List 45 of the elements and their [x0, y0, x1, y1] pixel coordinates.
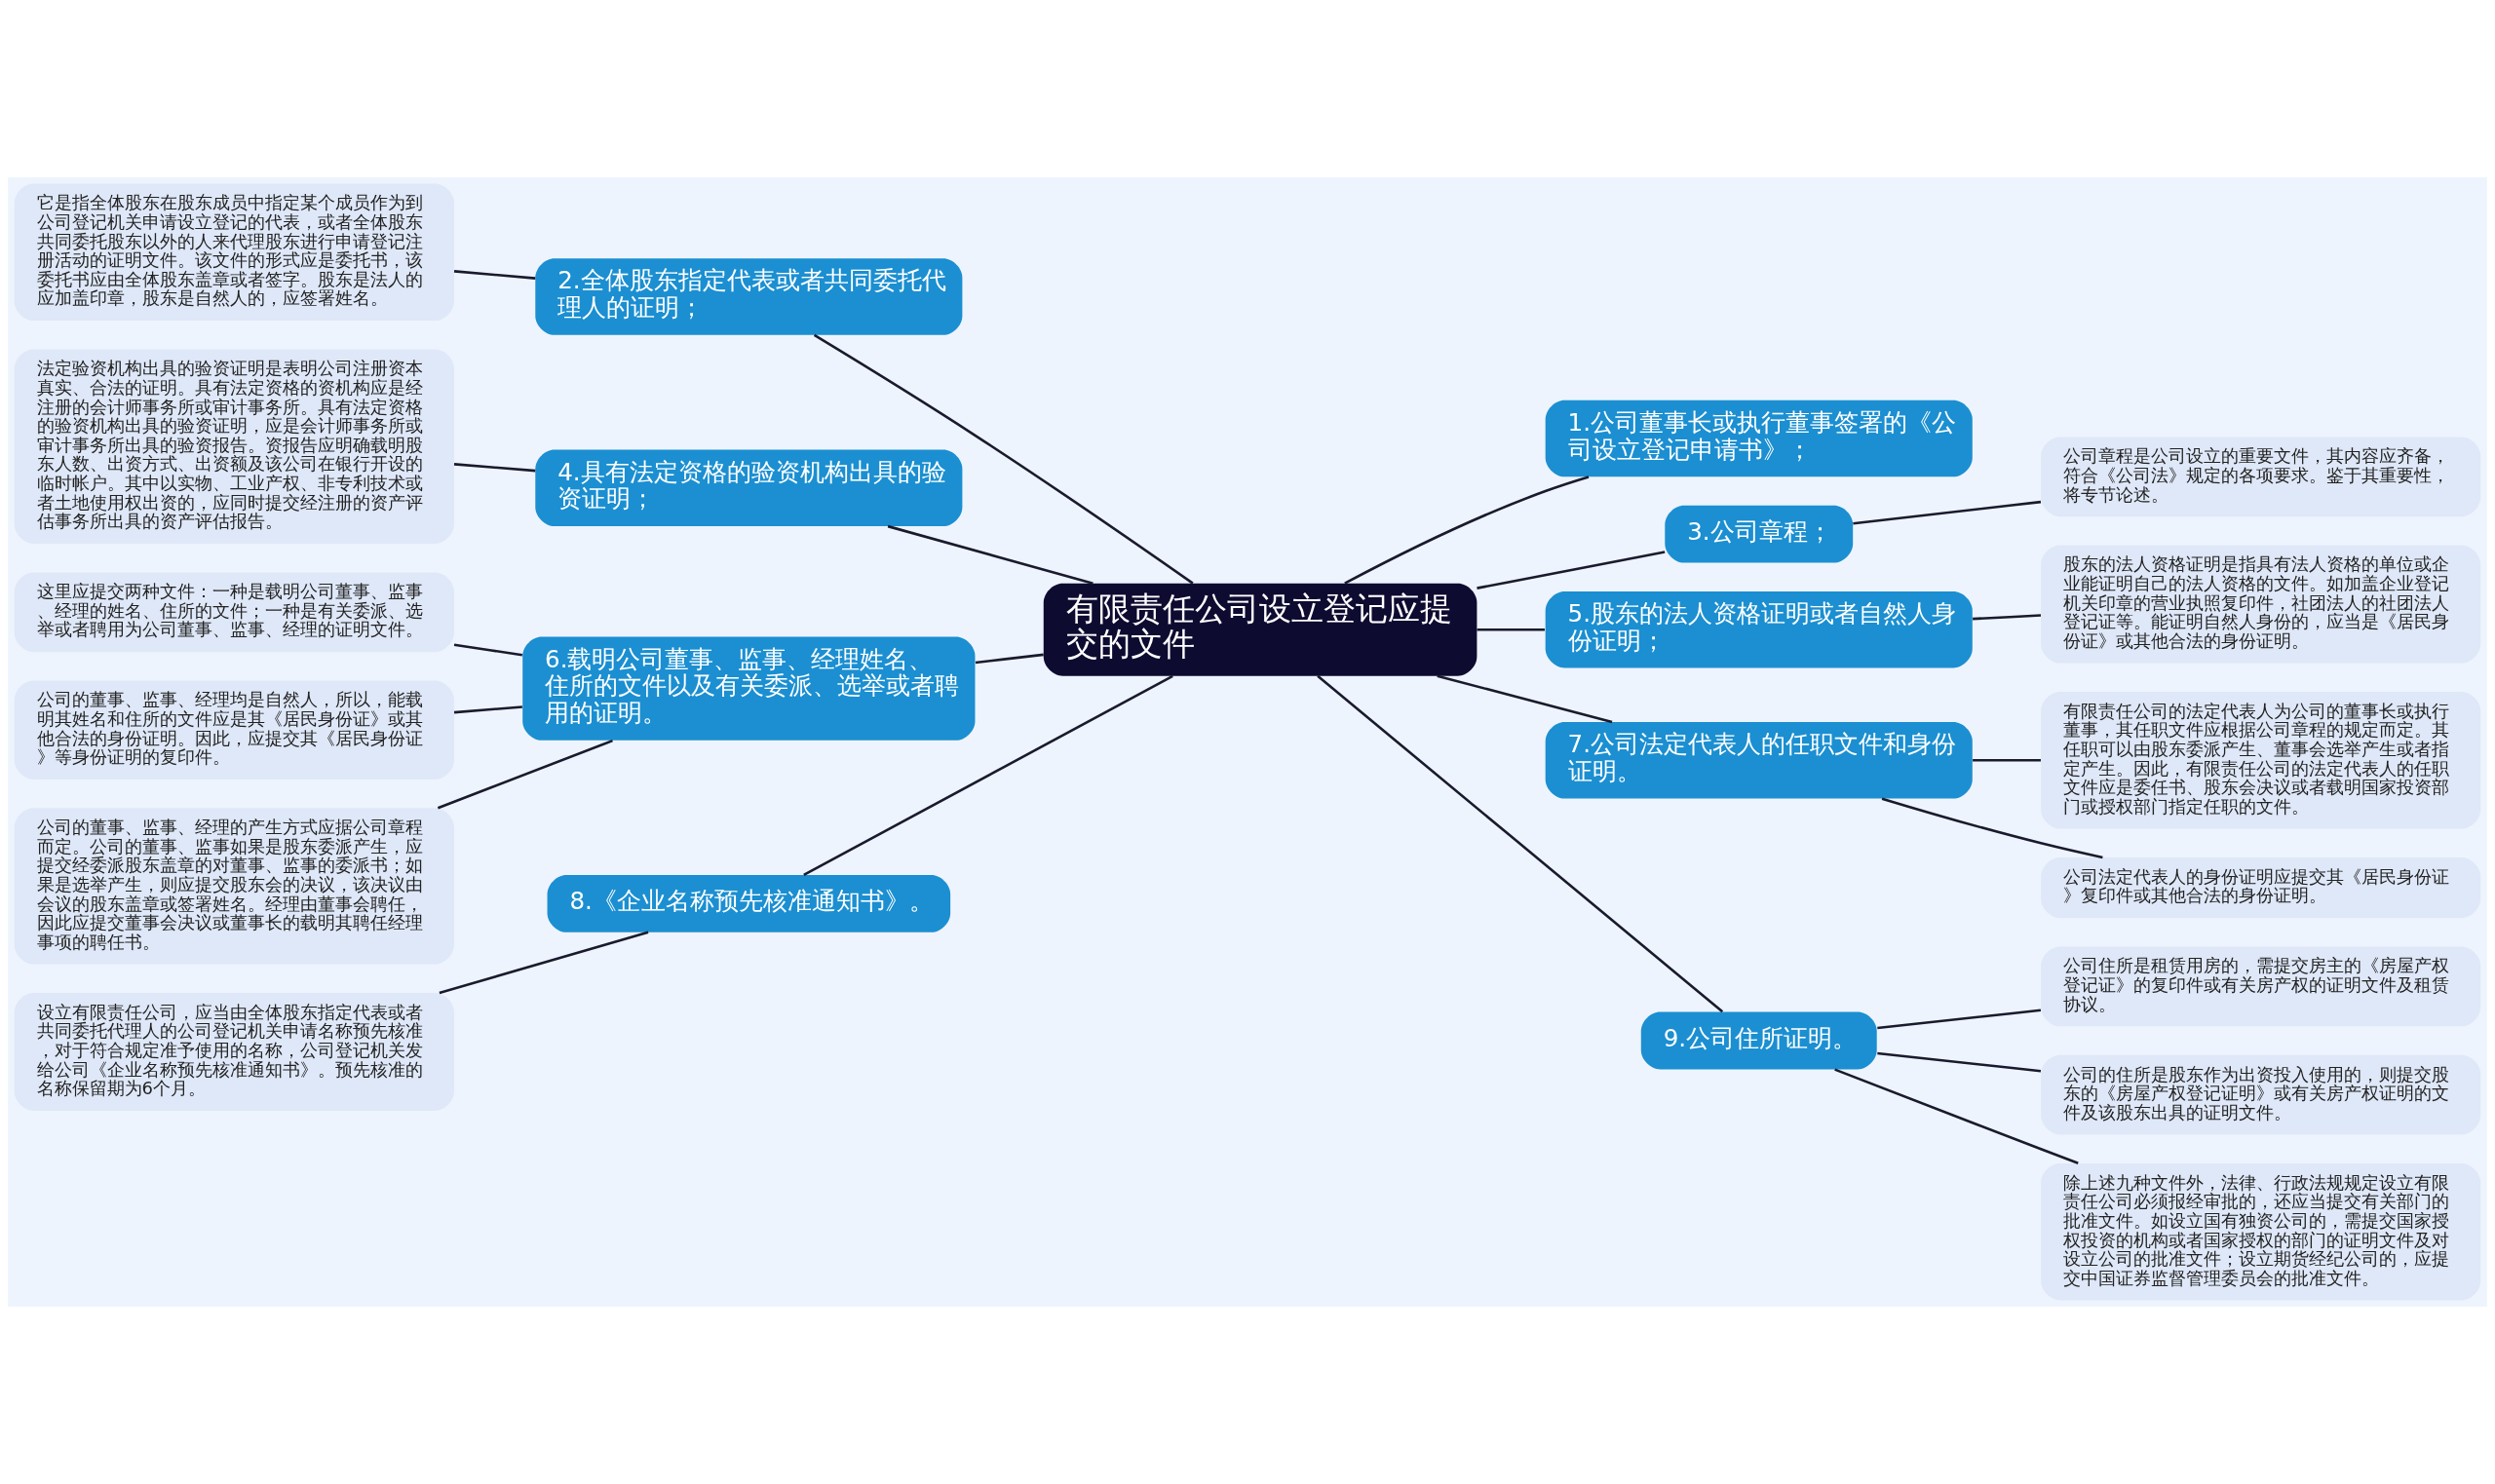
- node-box: 公司的董事、监事、经理的产生方式应据公司章程而定。公司的董事、监事如果是股东委派产生，应提交经委派股东盖章的对董事、监事的委派书；如果是选举产生，则应提交股东会的决议，该决议由会议的股东盖章或签署姓名。经理由董事会聘任，因此应提交董事会决议或董事长的载明其聘任经理事项的聘任书。: [14, 808, 454, 965]
- connector: [1317, 674, 1724, 1013]
- node-box: 设立有限责任公司，应当由全体股东指定代表或者共同委托代理人的公司登记机关申请名称预先核准，对于符合规定准予使用的名称，公司登记机关发给公司《企业名称预先核准通知书》。预先核准的名称保留期为6个月。: [14, 992, 454, 1111]
- connector: [1881, 797, 2103, 859]
- node-box: 2.全体股东指定代表或者共同委托代理人的证明；: [535, 258, 963, 335]
- node-box: 1.公司董事长或执行董事签署的《公司设立登记申请书》；: [1545, 400, 1973, 477]
- node-box: 公司章程是公司设立的重要文件，其内容应齐备，符合《公司法》规定的各项要求。鉴于其重要性，将专节论述。: [2041, 437, 2481, 517]
- node-box: 7.公司法定代表人的任职文件和身份证明。: [1545, 722, 1973, 799]
- connector: [437, 739, 613, 810]
- node-box: 8.《企业名称预先核准通知书》。: [547, 875, 951, 932]
- connector: [1973, 614, 2042, 621]
- node-box: 法定验资机构出具的验资证明是表明公司注册资本真实、合法的证明。具有法定资格的资机构应是经注册的会计师事务所或审计事务所。具有法定资格的验资机构出具的验资证明，应是会计师事务所或审计事务所出具的验资报告。资报告应明确载明股东人数、出资方式、出资额及该公司在银行开设的临时帐户。其中以实物、工业产权、非专利技术或者土地使用权出资的，应同时提交经注册的资产评估事务所出具的资产评估报告。: [14, 349, 454, 544]
- connector: [1834, 1068, 2079, 1164]
- node-box: 公司法定代表人的身份证明应提交其《居民身份证》复印件或其他合法的身份证明。: [2041, 857, 2481, 919]
- connector: [1344, 476, 1590, 585]
- node-box: 公司住所是租赁用房的，需提交房主的《房屋产权登记证》的复印件或有关房产权的证明文件及租赁协议。: [2041, 946, 2481, 1027]
- connector: [887, 524, 1094, 586]
- connector: [975, 653, 1044, 665]
- node-box: 6.载明公司董事、监事、经理姓名、住所的文件以及有关委派、选举或者聘用的证明。: [522, 636, 976, 741]
- connector: [1877, 1008, 2042, 1030]
- node-box: 有限责任公司的法定代表人为公司的董事长或执行董事，其任职文件应根据公司章程的规定而定。其任职可以由股东委派产生、董事会选举产生或者指定产生。因此，有限责任公司的法定代表人的任职文件应是委任书、股东会决议或者载明国家投资部门或授权部门指定任职的文件。: [2041, 692, 2481, 829]
- node-box: 这里应提交两种文件：一种是载明公司董事、监事、经理的姓名、住所的文件；一种是有关委派、选举或者聘用为公司董事、监事、经理的证明文件。: [14, 572, 454, 653]
- connector: [1973, 759, 2041, 762]
- connector: [1437, 674, 1613, 724]
- connector: [439, 931, 649, 995]
- connector: [803, 674, 1173, 877]
- connector: [1477, 551, 1666, 590]
- connector: [453, 705, 522, 714]
- node-box: 公司的董事、监事、经理均是自然人，所以，能载明其姓名和住所的文件应是其《居民身份证》或其他合法的身份证明。因此，应提交其《居民身份证》等身份证明的复印件。: [14, 680, 454, 780]
- connector: [453, 643, 523, 657]
- connector: [453, 270, 536, 280]
- node-box: 9.公司住所证明。: [1640, 1011, 1877, 1070]
- node-box: 公司的住所是股东作为出资投入使用的，则提交股东的《房屋产权登记证明》或有关房产权证明的文件及该股东出具的证明文件。: [2041, 1054, 2481, 1135]
- node-box: 股东的法人资格证明是指具有法人资格的单位或企业能证明自己的法人资格的文件。如加盖企业登记机关印章的营业执照复印件，社团法人的社团法人登记证等。能证明自然人身份的，应当是《居民身份证》或其他合法的身份证明。: [2041, 545, 2481, 664]
- node-box: 它是指全体股东在股东成员中指定某个成员作为到公司登记机关申请设立登记的代表，或者全体股东共同委托股东以外的人来代理股东进行申请登记注册活动的证明文件。该文件的形式应是委托书，该委托书应由全体股东盖章或者签字。股东是法人的应加盖印章，股东是自然人的，应签署姓名。: [14, 183, 454, 322]
- connector: [1877, 1051, 2042, 1073]
- connector: [453, 463, 536, 473]
- connector: [813, 333, 1194, 585]
- node-box: 4.具有法定资格的验资机构出具的验资证明；: [535, 449, 963, 526]
- node-box: 除上述九种文件外，法律、行政法规规定设立有限责任公司必须报经审批的，还应当提交有关部门的批准文件。如设立国有独资公司的，需提交国家授权投资的机构或者国家授权的部门的证明文件及对设立公司的批准文件；设立期货经纪公司的，应提交中国证券监督管理委员会的批准文件。: [2041, 1162, 2481, 1301]
- node-box: 3.公司章程；: [1665, 505, 1854, 563]
- connector: [1477, 628, 1545, 631]
- connector: [1853, 500, 2042, 525]
- node-box: 5.股东的法人资格证明或者自然人身份证明；: [1545, 591, 1973, 668]
- node-box: 有限责任公司设立登记应提交的文件: [1043, 583, 1478, 676]
